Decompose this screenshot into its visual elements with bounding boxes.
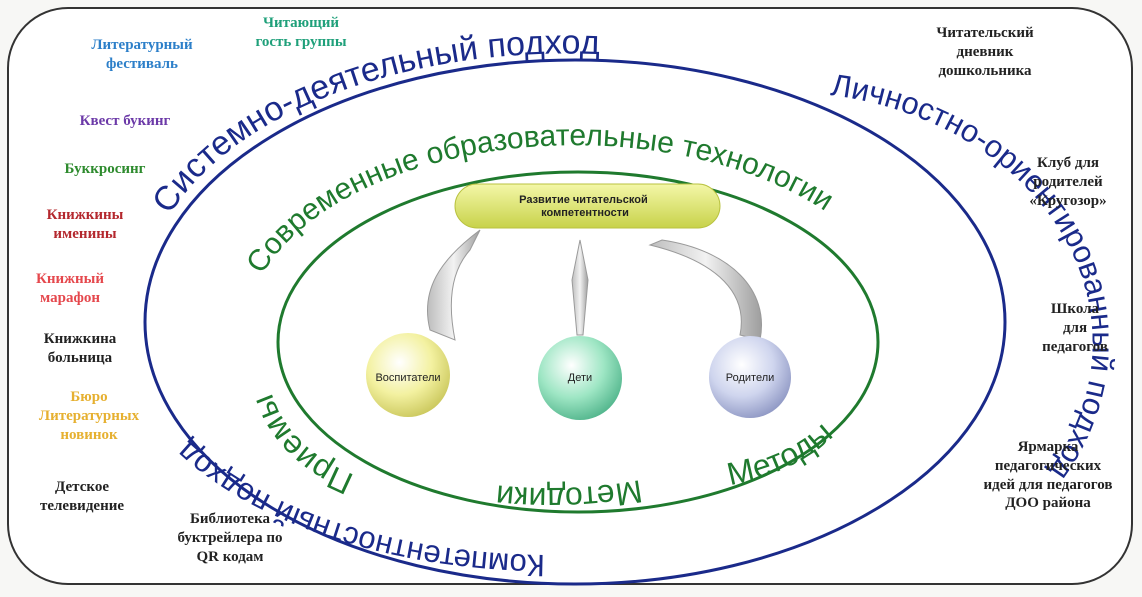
- label-literary-news-bureau: Бюро Литературных новинок: [38, 389, 140, 443]
- circle-teachers-label: Воспитатели: [375, 372, 440, 384]
- label-quest-booking: Квест букинг: [79, 113, 171, 129]
- label-booktrailer-library: Библиотека буктрейлера по QR кодам: [177, 511, 283, 565]
- label-reading-guest: Читающий гость группы: [255, 15, 347, 50]
- label-reader-diary: Читательский дневник дошкольника: [936, 25, 1034, 79]
- label-teachers-school: Школа для педагогов: [1042, 301, 1108, 355]
- label-parents-club: Клуб для родителей «Кругозор»: [1029, 155, 1107, 209]
- circle-teachers: [366, 333, 450, 417]
- circle-parents: [709, 336, 791, 418]
- circle-children: [538, 336, 622, 420]
- circle-parents-label: Родители: [726, 372, 775, 384]
- center-box: [454, 183, 721, 229]
- inner-ellipse: [276, 170, 880, 514]
- arrow-right: [648, 239, 762, 341]
- label-literary-festival: Литературный фестиваль: [91, 37, 193, 72]
- outer-ellipse: [143, 58, 1007, 586]
- arrow-middle: [571, 239, 589, 336]
- circle-children-label: Дети: [568, 372, 592, 384]
- label-pedagogical-fair: Ярмарка педагогических идей для педагого…: [983, 439, 1113, 512]
- arrow-left: [426, 229, 481, 341]
- label-book-birthday: Книжкины именины: [46, 207, 124, 242]
- label-book-hospital: Книжкина больница: [43, 331, 117, 366]
- center-box-label: Развитие читательской компетентности: [519, 194, 651, 219]
- label-bookcrossing: Буккросинг: [64, 161, 146, 177]
- label-book-marathon: Книжный марафон: [35, 271, 105, 306]
- label-kids-tv: Детское телевидение: [39, 479, 125, 514]
